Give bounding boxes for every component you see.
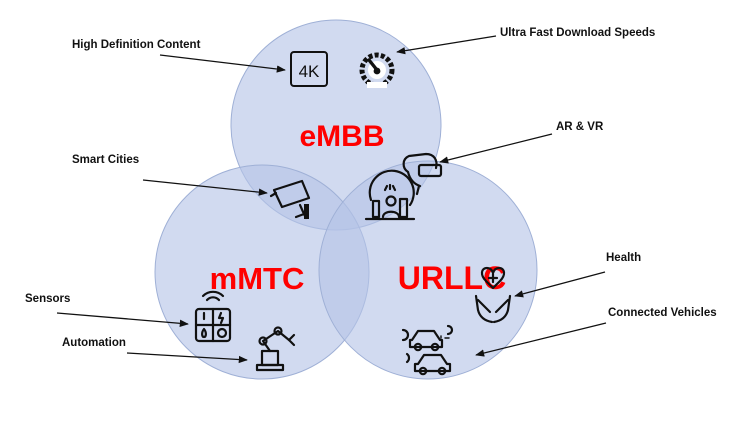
- robot-arm-icon: [255, 326, 296, 372]
- label-sensors: Sensors: [25, 293, 70, 305]
- label-ultra-fast: Ultra Fast Download Speeds: [500, 27, 655, 39]
- arrow-sensors: [56, 312, 189, 327]
- arrow-ultra-fast: [396, 35, 497, 55]
- label-health: Health: [606, 252, 641, 264]
- security-camera-icon: [269, 179, 311, 220]
- label-automation: Automation: [62, 337, 126, 349]
- arrow-smart-cities: [142, 179, 268, 196]
- arrow-automation: [126, 352, 248, 364]
- arrow-ar-vr: [439, 133, 553, 164]
- label-ar-vr: AR & VR: [556, 121, 604, 133]
- label-connected-vehicles: Connected Vehicles: [608, 307, 717, 319]
- smart-city-icon: [364, 169, 416, 221]
- label-smart-cities: Smart Cities: [72, 154, 139, 166]
- arrow-health: [514, 271, 606, 298]
- 4k-icon: 4K: [290, 51, 328, 87]
- 4k-badge-text: 4K: [299, 62, 320, 81]
- speedometer-icon: [359, 52, 395, 88]
- sensor-panel-icon: [194, 290, 232, 343]
- health-hands-icon: [474, 266, 512, 324]
- embb-title: eMBB: [299, 120, 384, 153]
- vr-headset-icon: [402, 152, 443, 196]
- mmtc-title: mMTC: [210, 261, 305, 296]
- arrow-connected-vehicles: [475, 322, 607, 357]
- connected-cars-icon: [401, 324, 454, 376]
- arrow-high-definition: [159, 54, 286, 73]
- label-high-definition: High Definition Content: [72, 39, 201, 51]
